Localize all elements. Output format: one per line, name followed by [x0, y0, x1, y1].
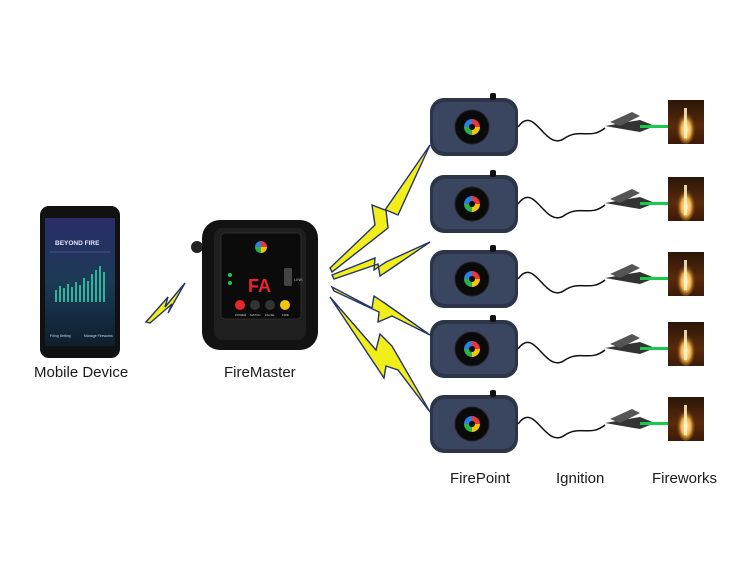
lightning-bolt-icon [329, 296, 431, 413]
btn-label-fire: FIRE [282, 313, 289, 317]
btn-label-power: POWER [235, 313, 247, 317]
firepoint-row [429, 389, 705, 454]
firepoint-row [429, 314, 705, 379]
phone-bottom-left: Firing Setting [50, 334, 71, 338]
lightning-bolt-icon [144, 282, 186, 324]
phone-bottom-right: Manage Fireworks [84, 334, 113, 338]
firemaster-side-label: LINK [294, 277, 303, 282]
label-firepoint: FirePoint [450, 470, 511, 487]
label-firemaster: FireMaster [224, 364, 296, 381]
firepoint-row [429, 244, 705, 309]
firepoint-row [429, 92, 705, 157]
smartphone-icon: BEYOND FIRE Firing Setting Manage Firewo… [40, 206, 120, 358]
lightning-bolt-icon [330, 285, 431, 336]
firemaster-display: FA [248, 276, 271, 296]
btn-label-false: FALSE [265, 313, 274, 317]
firemaster-device-icon: FA LINK POWER MATCH FALSE FIRE [191, 220, 318, 350]
firepoint-row [429, 169, 705, 234]
phone-app-title: BEYOND FIRE [55, 240, 100, 247]
lightning-bolt-icon [331, 241, 431, 280]
label-ignition: Ignition [556, 470, 605, 487]
lightning-bolt-icon [329, 144, 431, 274]
btn-label-match: MATCH [250, 313, 260, 317]
label-mobile-device: Mobile Device [34, 364, 129, 381]
label-fireworks: Fireworks [652, 470, 718, 487]
